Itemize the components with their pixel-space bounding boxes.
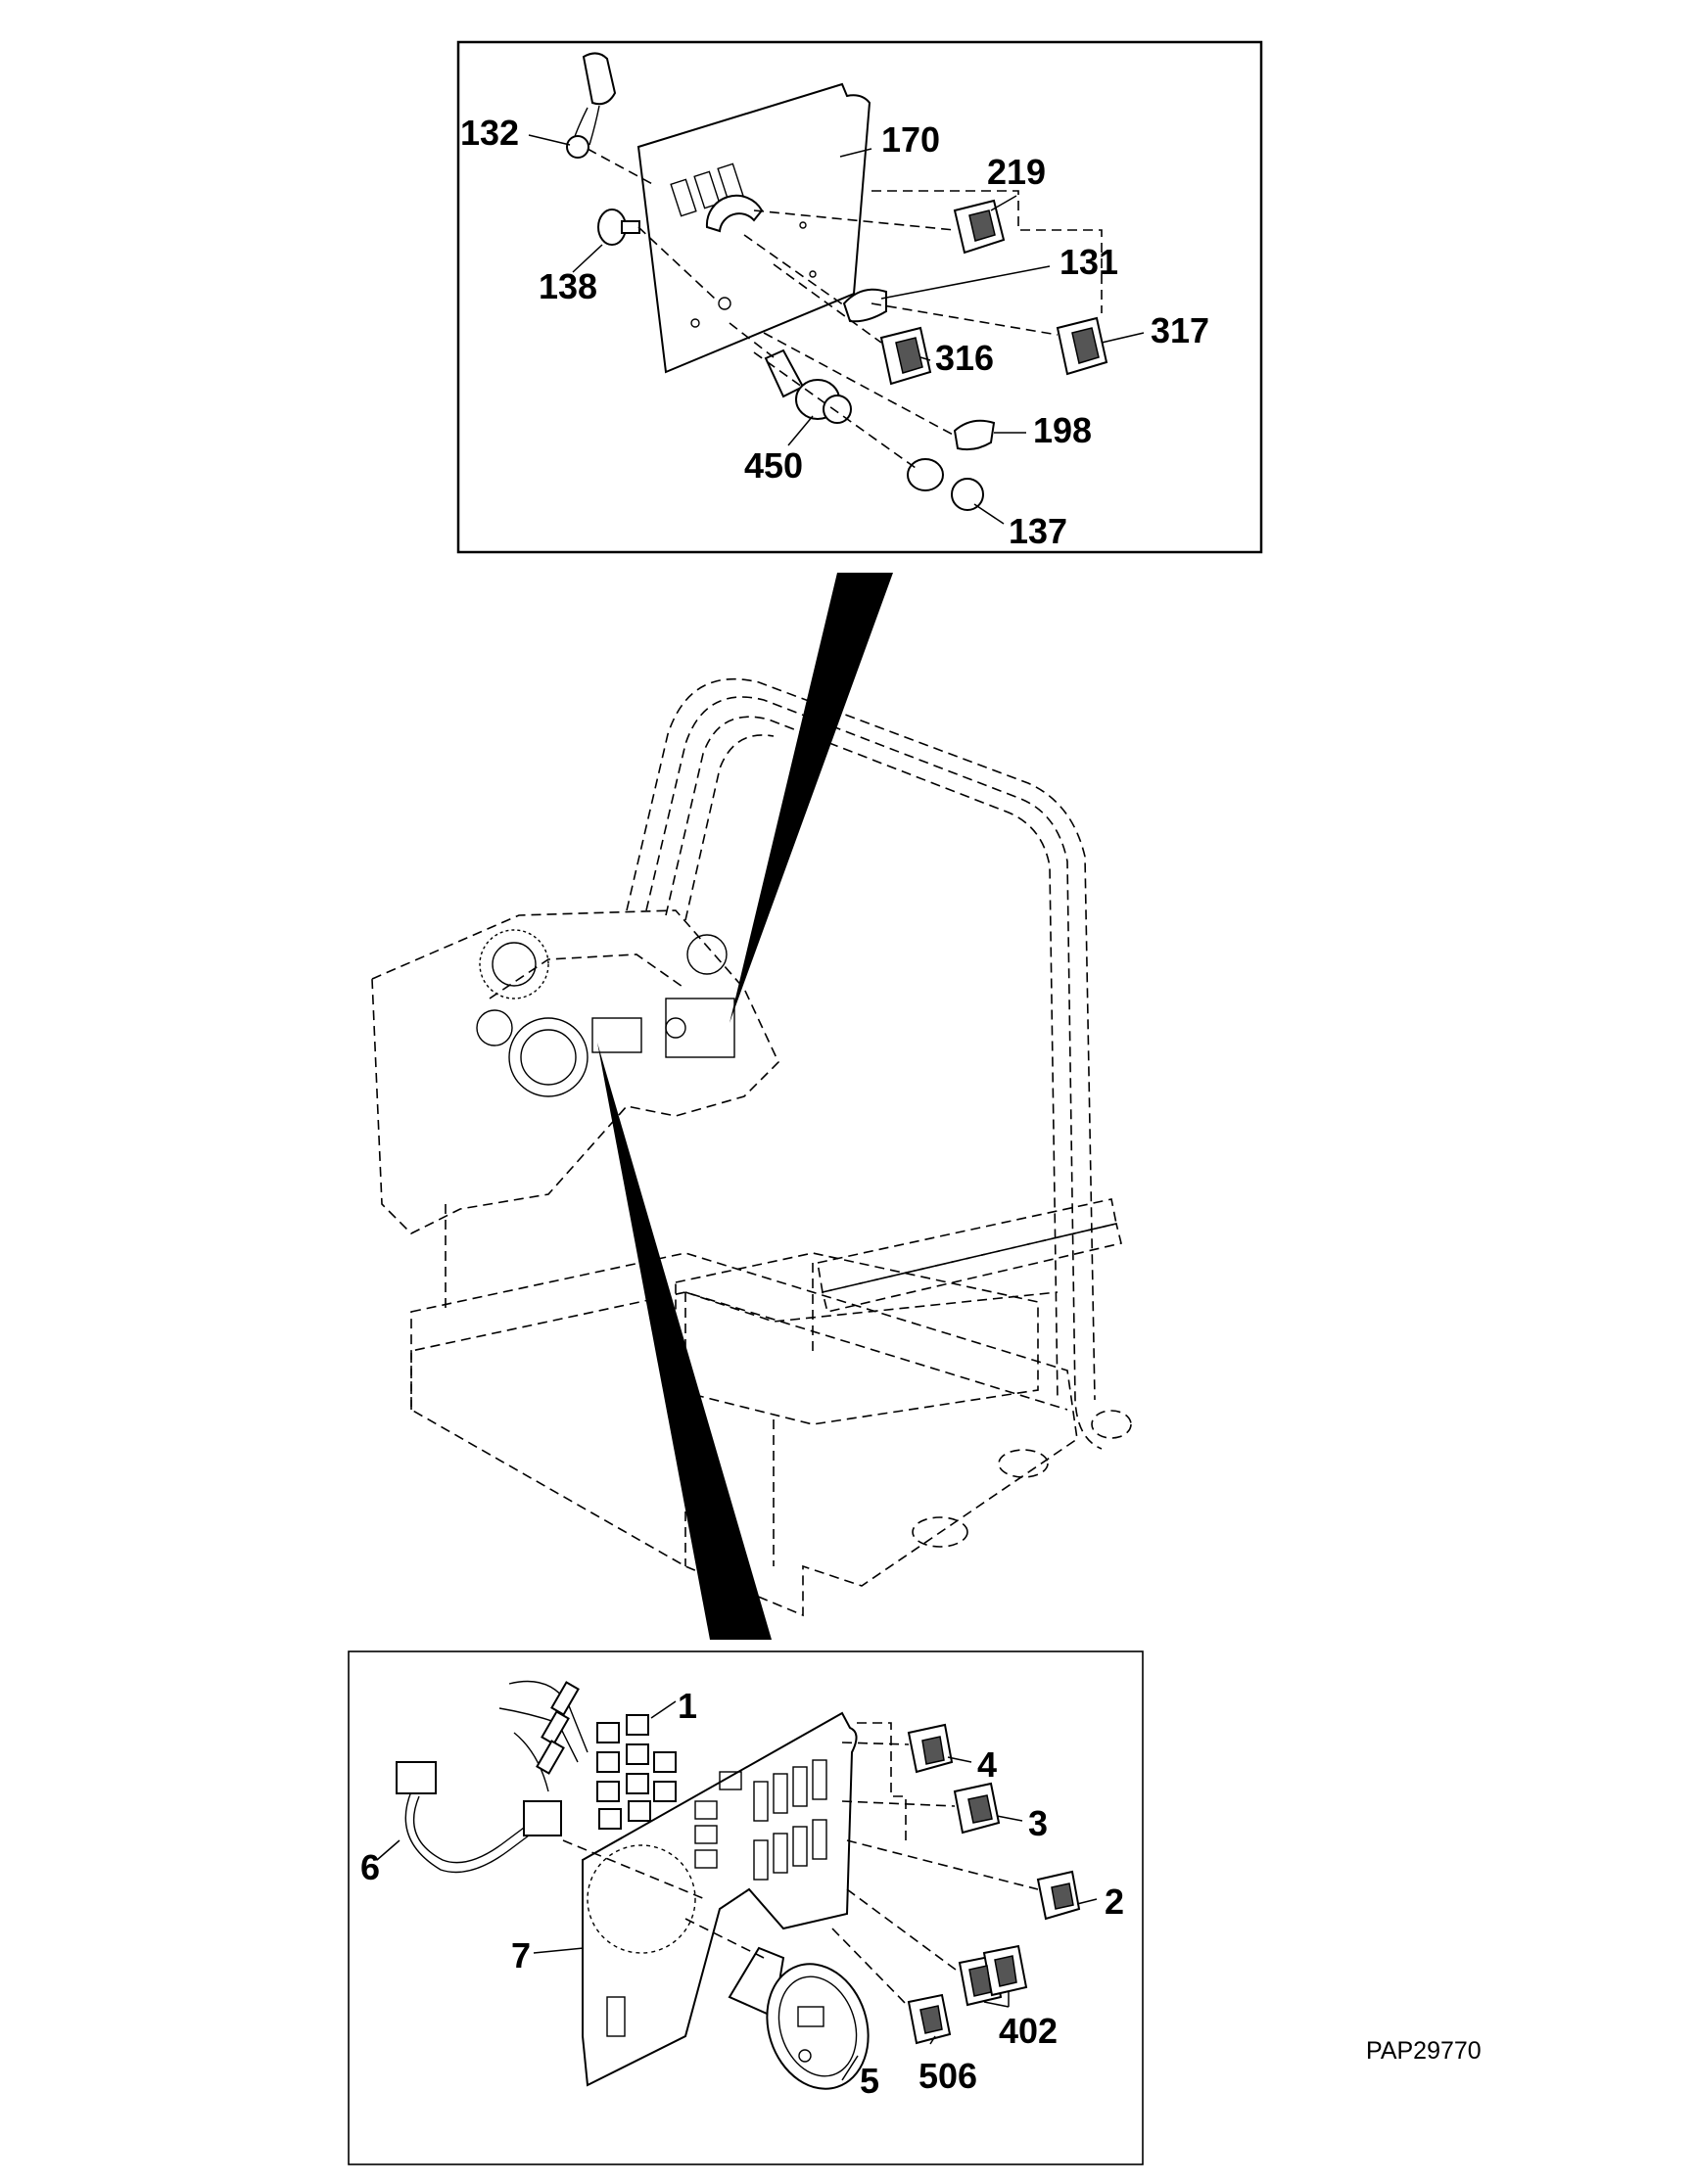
top-leader-lines — [528, 134, 1145, 525]
switch-group-402 — [846, 1888, 1028, 2007]
switch-317 — [871, 302, 1108, 376]
callout-450: 450 — [744, 445, 803, 486]
pointer-wedge-bottom — [597, 1043, 772, 1640]
bottom-leader-lines — [376, 1700, 1098, 2081]
callout-198: 198 — [1033, 410, 1092, 450]
callout-132: 132 — [460, 113, 519, 153]
relay-block-1 — [596, 1714, 677, 1830]
dash-panel-7 — [582, 1711, 858, 2087]
wire-harness-6 — [396, 1680, 706, 1900]
switch-506 — [831, 1928, 952, 2045]
callout-506: 506 — [918, 2056, 977, 2096]
callout-7: 7 — [511, 1935, 531, 1975]
callout-131: 131 — [1059, 242, 1118, 282]
top-inset: 132 170 219 138 131 317 316 198 450 137 — [456, 40, 1263, 554]
callout-137: 137 — [1009, 511, 1067, 551]
figure-code: PAP29770 — [1366, 2037, 1482, 2065]
machine-frame — [371, 677, 1132, 1617]
knob-131 — [743, 234, 887, 323]
panel-plate-170 — [636, 82, 871, 374]
switch-3 — [841, 1782, 1001, 1835]
dashed-guide — [871, 190, 1103, 313]
connector-132 — [566, 52, 657, 187]
bottom-inset-frame — [348, 1650, 1144, 2165]
pointer-wedge-top — [730, 573, 893, 1023]
top-inset-frame — [456, 40, 1263, 554]
callout-4: 4 — [977, 1744, 997, 1785]
callout-138: 138 — [539, 266, 597, 306]
callout-1: 1 — [678, 1686, 697, 1726]
callout-402: 402 — [999, 2011, 1058, 2051]
callout-6: 6 — [360, 1847, 380, 1887]
callout-219: 219 — [987, 152, 1046, 192]
knob-198 — [763, 332, 996, 451]
callout-170: 170 — [881, 119, 940, 160]
callout-3: 3 — [1028, 1803, 1048, 1843]
dashed-guide-bottom — [857, 1722, 907, 1840]
callout-316: 316 — [935, 338, 994, 378]
switch-219 — [753, 199, 1006, 255]
callout-2: 2 — [1105, 1882, 1124, 1922]
switch-316 — [773, 263, 932, 386]
callout-317: 317 — [1151, 310, 1209, 350]
bottom-inset: 1 4 3 2 6 7 402 506 5 — [348, 1650, 1144, 2165]
callout-5: 5 — [860, 2061, 879, 2101]
switch-2 — [846, 1839, 1081, 1921]
gauge-138 — [597, 209, 716, 300]
gauge-5 — [684, 1918, 870, 2090]
button-137 — [753, 351, 984, 511]
switch-4 — [841, 1723, 954, 1774]
